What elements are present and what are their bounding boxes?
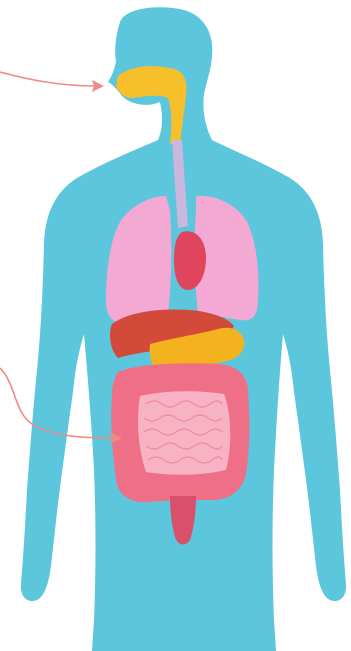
small-intestine-organ — [138, 391, 230, 475]
pointer-mouth — [0, 72, 104, 92]
pointer-mouth-line — [0, 72, 96, 86]
mouth-pharynx-organ — [116, 66, 186, 144]
